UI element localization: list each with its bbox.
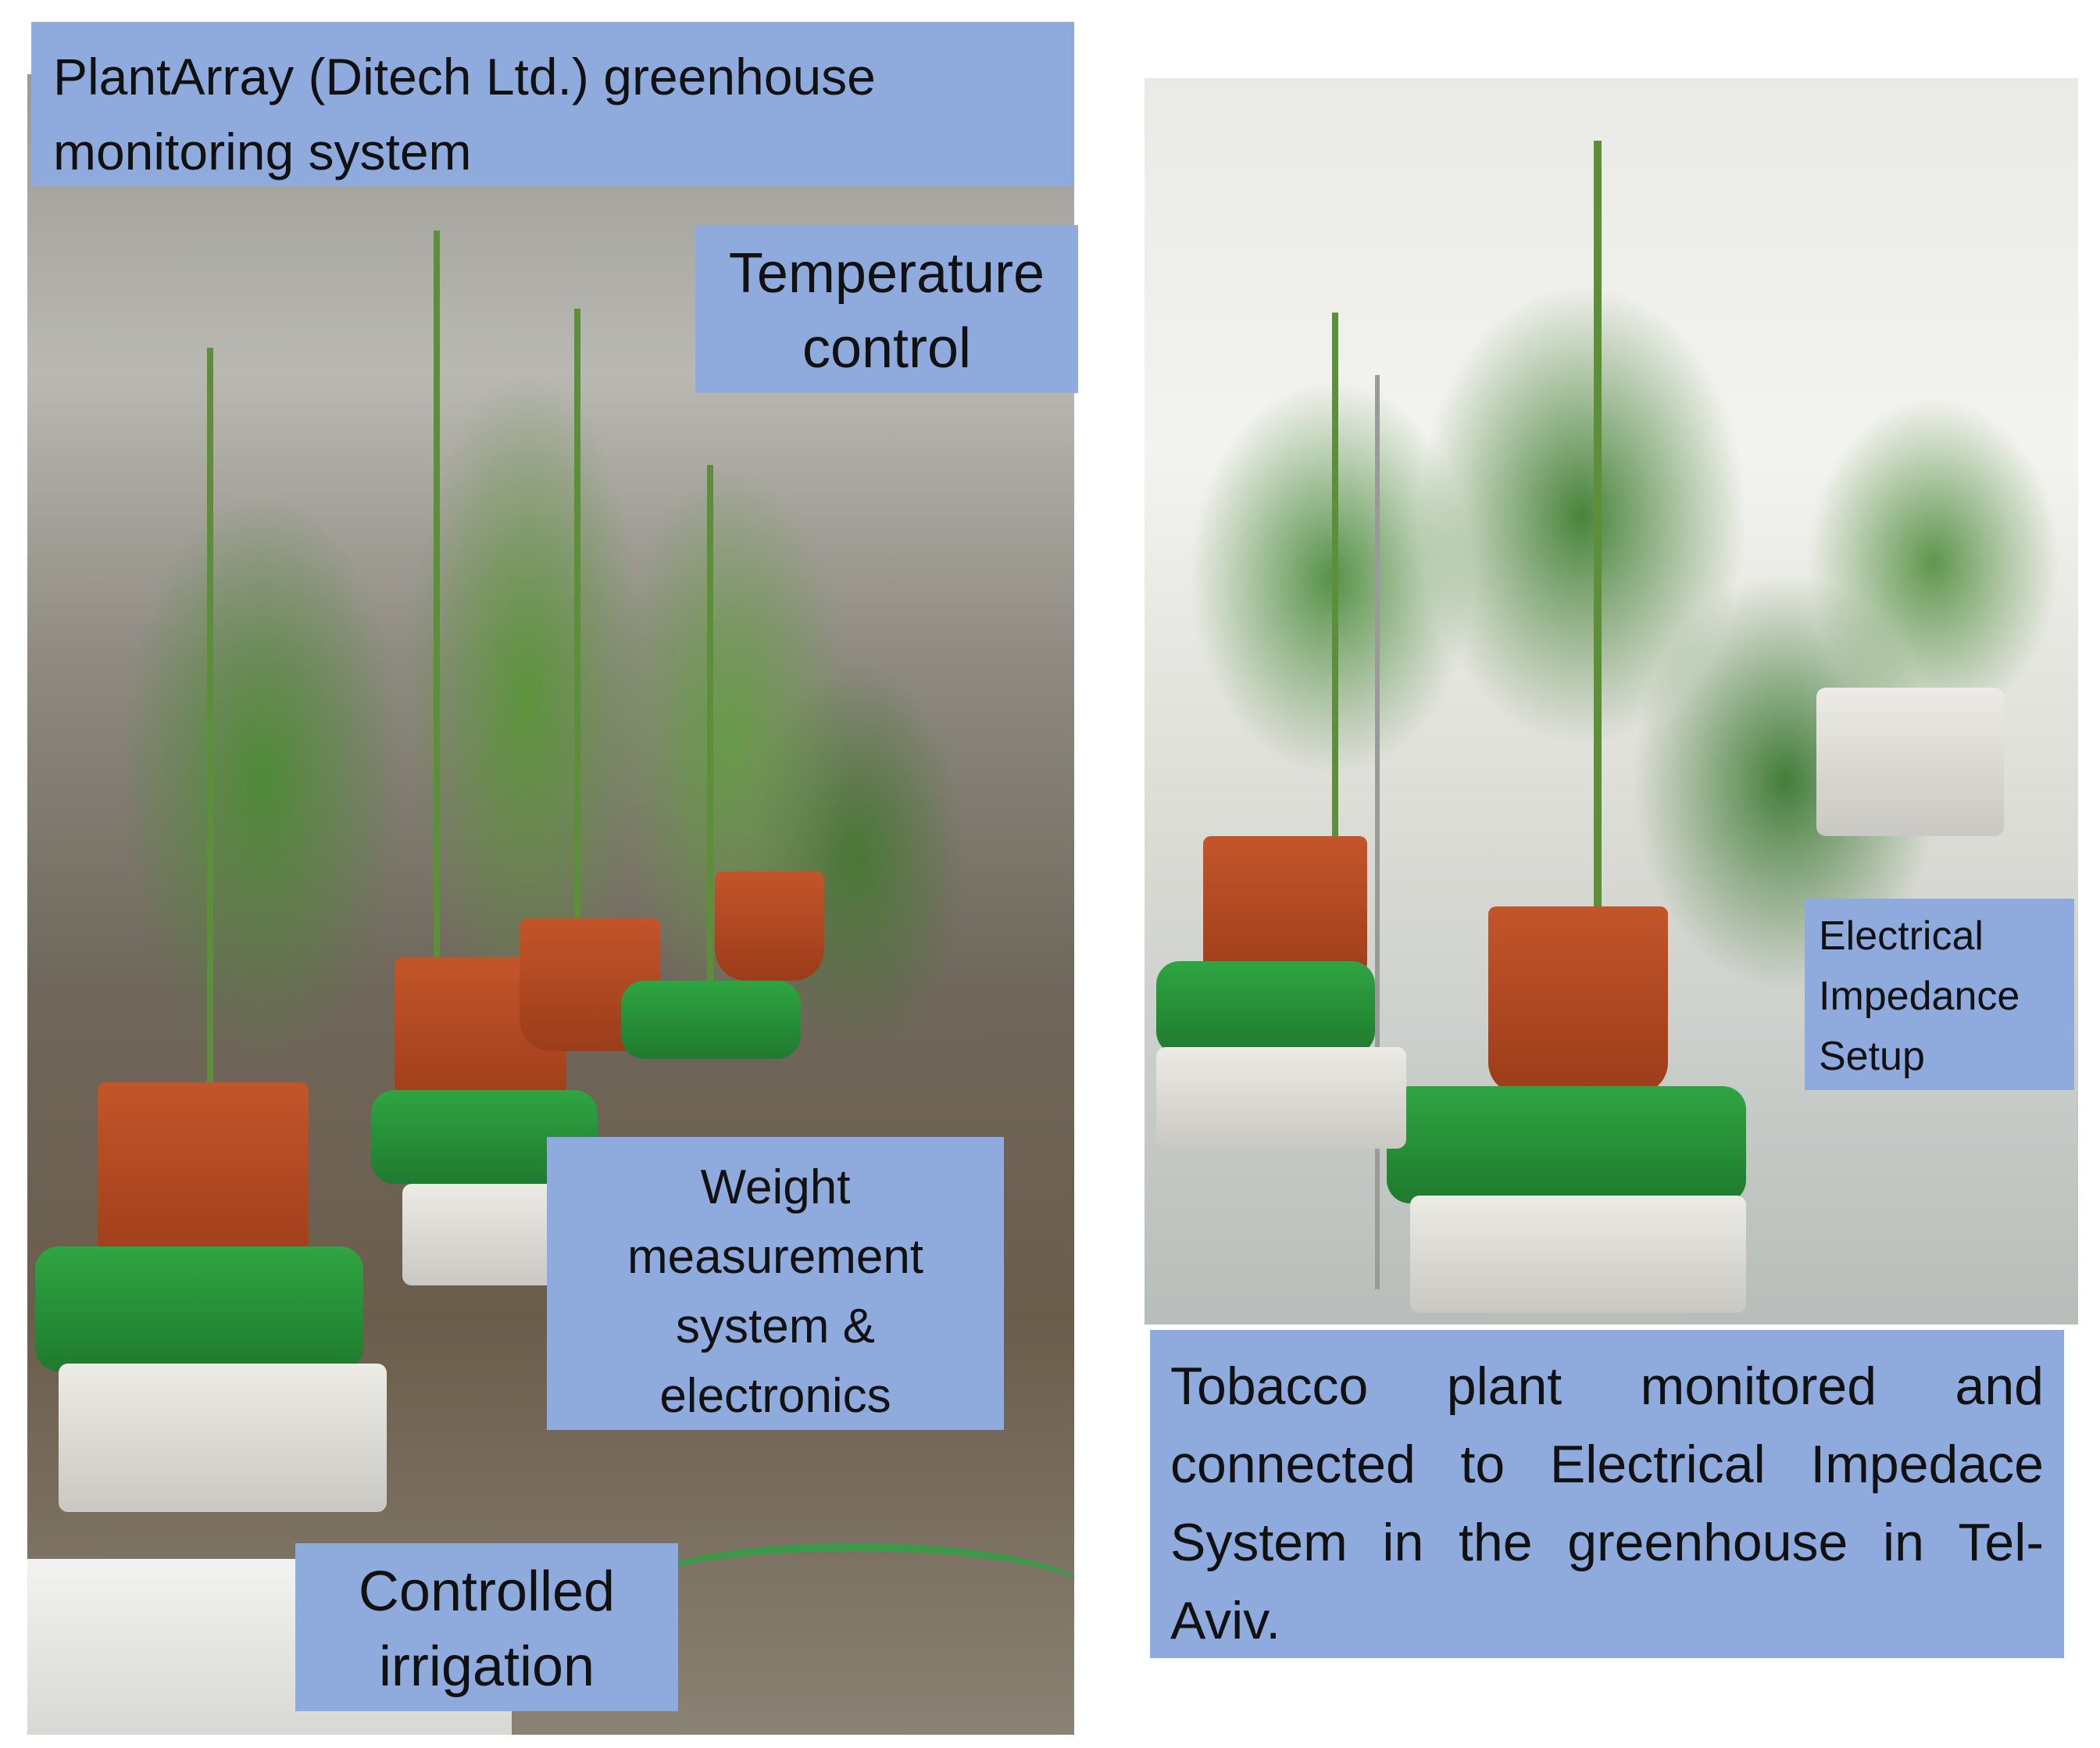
green-drainage-base xyxy=(1156,961,1375,1055)
plant-pot xyxy=(1488,906,1668,1094)
tobacco-caption-label: Tobacco plant monitored and connected to… xyxy=(1150,1330,2064,1658)
weighing-scale xyxy=(1156,1047,1406,1149)
impedance-setup-label: Electrical Impedance Setup xyxy=(1805,899,2074,1090)
tobacco-stem xyxy=(1594,141,1602,961)
weighing-scale xyxy=(59,1364,387,1512)
weight-measurement-label: Weight measurement system & electronics xyxy=(547,1137,1004,1430)
green-drainage-base xyxy=(35,1246,363,1371)
green-drainage-base xyxy=(621,981,801,1059)
plant-pot xyxy=(98,1082,309,1278)
system-title-label: PlantArray (Ditech Ltd.) greenhouse moni… xyxy=(31,22,1074,186)
maize-stem xyxy=(434,231,440,1012)
temperature-control-label: Temperature control xyxy=(695,225,1078,393)
maize-stem xyxy=(207,348,213,1207)
controlled-irrigation-label: Controlled irrigation xyxy=(295,1543,678,1711)
plant-pot xyxy=(715,871,824,981)
maize-stem xyxy=(707,465,713,1012)
impedance-analyzer-device xyxy=(1816,688,2004,836)
irrigation-hose xyxy=(621,1543,1074,1645)
weighing-scale xyxy=(1410,1196,1746,1313)
green-drainage-base xyxy=(1387,1086,1746,1203)
tobacco-stem xyxy=(1332,313,1338,938)
lab-stand-rod xyxy=(1375,375,1380,1289)
tobacco-photo-right xyxy=(1145,78,2078,1324)
maize-stem xyxy=(574,309,580,1012)
